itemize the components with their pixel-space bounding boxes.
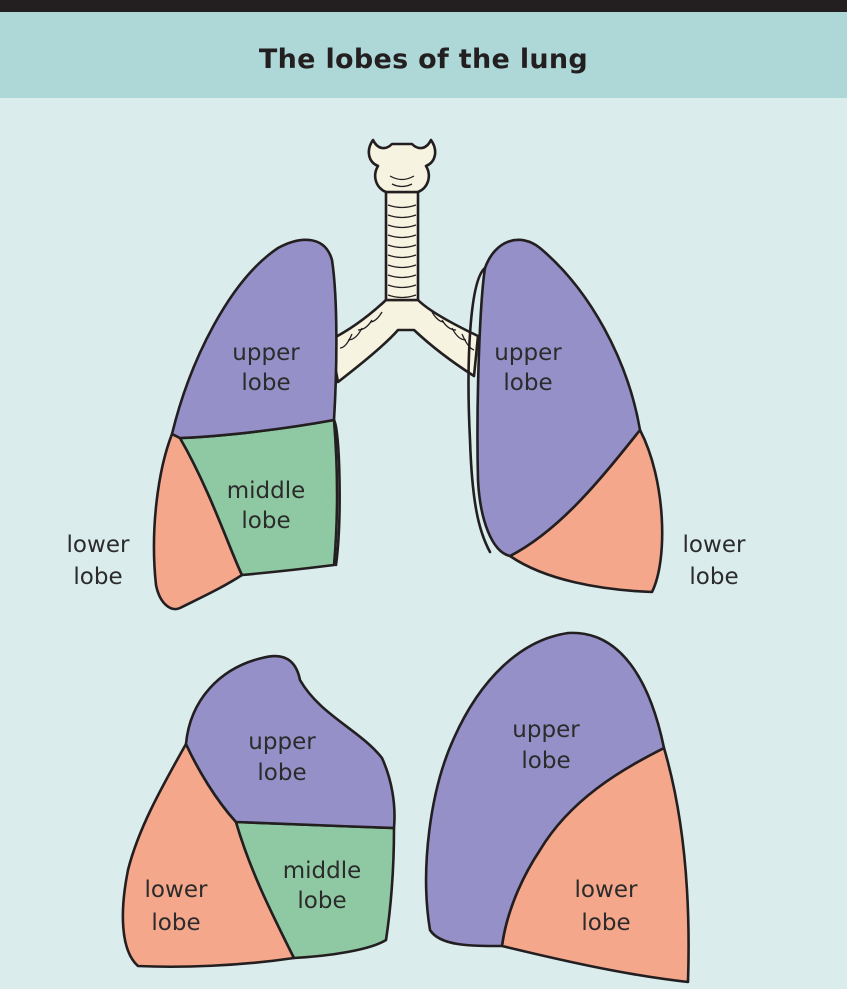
trachea-and-bronchi: [330, 140, 478, 382]
front-left-upper-label-2: lobe: [503, 370, 552, 396]
front-right-lower-label-2: lobe: [73, 564, 122, 590]
side-left-lower-label-1: lower: [575, 877, 638, 903]
front-right-lower-label-1: lower: [67, 532, 130, 558]
side-left-lower-label-2: lobe: [581, 910, 630, 936]
front-left-lower-label-1: lower: [683, 532, 746, 558]
side-right-middle-label-1: middle: [283, 858, 362, 884]
side-left-upper-label-2: lobe: [521, 748, 570, 774]
front-right-upper-label-2: lobe: [241, 370, 290, 396]
bronchi: [330, 300, 478, 382]
front-right-lung: upper lobe middle lobe lower lobe: [67, 240, 340, 609]
front-left-lower-label-2: lobe: [689, 564, 738, 590]
side-right-upper-label-2: lobe: [257, 760, 306, 786]
front-left-upper-label-1: upper: [494, 340, 562, 366]
side-right-middle-label-2: lobe: [297, 888, 346, 914]
side-left-upper-label-1: upper: [512, 717, 580, 743]
front-right-middle-label-2: lobe: [241, 508, 290, 534]
front-right-upper-lobe: [172, 240, 336, 438]
front-right-upper-label-1: upper: [232, 340, 300, 366]
side-right-lower-label-2: lobe: [151, 910, 200, 936]
front-right-middle-label-1: middle: [227, 478, 306, 504]
side-right-upper-label-1: upper: [248, 729, 316, 755]
side-left-lung: upper lobe lower lobe: [426, 633, 688, 982]
front-left-lung: upper lobe lower lobe: [469, 240, 746, 592]
side-right-lung: upper lobe middle lobe lower lobe: [123, 656, 395, 967]
larynx: [369, 140, 435, 192]
side-right-lower-label-1: lower: [145, 877, 208, 903]
